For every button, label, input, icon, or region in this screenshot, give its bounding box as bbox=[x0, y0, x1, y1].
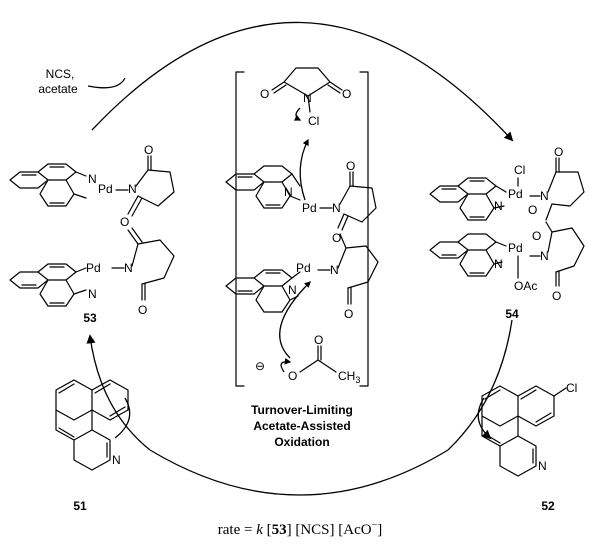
acetate bbox=[299, 345, 337, 373]
rate-law: rate = k [53] [NCS] [AcO−] bbox=[218, 520, 382, 538]
ncs-n: N bbox=[303, 91, 312, 105]
ts-o-bottom: O bbox=[344, 307, 353, 321]
pd-upper: Pd bbox=[98, 182, 113, 196]
pd-54-upper: Pd bbox=[508, 187, 523, 201]
n-52: N bbox=[538, 459, 547, 473]
o-upper-bridge: O bbox=[120, 215, 129, 229]
o-54-bridge-upper: O bbox=[528, 203, 537, 217]
ts-o-bridge: O bbox=[332, 231, 341, 245]
reagent-line2: acetate bbox=[38, 82, 78, 96]
o-54-bridge-lower: O bbox=[532, 229, 541, 243]
n-lower: N bbox=[88, 287, 97, 301]
rate-prefix: rate = bbox=[218, 522, 256, 538]
complex-53: N Pd N Pd N O O bbox=[9, 143, 175, 317]
acetate-o-single: O bbox=[288, 369, 297, 383]
n-54-succ-lower: N bbox=[540, 249, 549, 263]
cycle-arrow-bottom bbox=[149, 449, 449, 496]
ts-bzq-upper bbox=[225, 165, 301, 209]
succinimide-lower bbox=[111, 227, 175, 301]
label-51: 51 bbox=[73, 499, 87, 513]
ts-pd-lower: Pd bbox=[296, 261, 311, 275]
ts-o-top: O bbox=[346, 159, 355, 173]
cycle-arrow-top bbox=[91, 21, 514, 142]
caption-line1: Turnover-Limiting bbox=[251, 403, 353, 417]
o-54-bottom: O bbox=[552, 289, 561, 303]
ncs-reagent bbox=[271, 67, 343, 113]
rate-sup: − bbox=[372, 520, 378, 531]
ts-succinimide-lower bbox=[317, 233, 379, 305]
rate-s3: ] bbox=[377, 522, 382, 538]
o-upper-top: O bbox=[144, 143, 153, 157]
rate-s2: ] [NCS] [AcO bbox=[287, 522, 372, 538]
ncs-cl: Cl bbox=[308, 114, 319, 128]
rate-s1: [ bbox=[263, 522, 272, 538]
n-upper: N bbox=[88, 172, 97, 186]
ts-pd-upper: Pd bbox=[302, 201, 317, 215]
caption-line2: Acetate-Assisted bbox=[253, 419, 350, 433]
succinimide-upper bbox=[115, 155, 175, 217]
ts-n-lower: N bbox=[288, 283, 297, 297]
bracket-right bbox=[359, 71, 369, 387]
cl-54: Cl bbox=[514, 163, 525, 177]
reagent-in-arrow bbox=[87, 77, 126, 89]
bzq-ligand-54-lower bbox=[429, 233, 507, 277]
n-54-upper: N bbox=[494, 199, 503, 213]
succinimide-54-lower bbox=[529, 221, 585, 287]
cycle-arrow-right bbox=[447, 319, 513, 451]
acetate-minus: ⊖ bbox=[255, 359, 265, 373]
compound-52 bbox=[481, 385, 567, 477]
rate-cmpd: 53 bbox=[272, 522, 287, 538]
cl-52: Cl bbox=[566, 381, 577, 395]
rate-k: k bbox=[256, 522, 263, 538]
ncs-o-left: O bbox=[260, 87, 269, 101]
complex-54: N Pd Cl Pd N OAc N O O bbox=[429, 145, 585, 303]
acetate-ch3: CH3 bbox=[338, 369, 360, 385]
o-54-top: O bbox=[554, 145, 563, 159]
label-52: 52 bbox=[541, 499, 555, 513]
ts-n-upper: N bbox=[284, 185, 293, 199]
pd-lower: Pd bbox=[86, 261, 101, 275]
pd-54-lower: Pd bbox=[508, 241, 523, 255]
acetate-o-double: O bbox=[314, 333, 323, 347]
bzq-ligand-upper bbox=[9, 163, 87, 207]
bzq-ligand-54-upper bbox=[429, 177, 507, 221]
label-53: 53 bbox=[83, 311, 97, 325]
bracket-left bbox=[235, 71, 245, 387]
arrow-o-curl bbox=[280, 358, 292, 373]
arrow-n-cl bbox=[293, 107, 302, 121]
bzq-ligand-lower bbox=[9, 263, 87, 307]
ts-succinimide-upper bbox=[319, 171, 377, 231]
ncs-o-right: O bbox=[342, 87, 351, 101]
o-lower-bottom: O bbox=[138, 303, 147, 317]
transition-state: N O O Cl N Pd N O O bbox=[225, 67, 379, 385]
ts-n-succ-upper: N bbox=[332, 201, 341, 215]
arrow-acetate-to-pd bbox=[279, 281, 311, 359]
substrate-in-arrow bbox=[114, 397, 131, 439]
succinimide-54-upper bbox=[529, 157, 585, 221]
caption-line3: Oxidation bbox=[274, 435, 329, 449]
arrow-pd-to-cl bbox=[299, 138, 309, 201]
n-succ-upper: N bbox=[128, 182, 137, 196]
n-54-lower: N bbox=[494, 257, 503, 271]
reagent-line1: NCS, bbox=[46, 67, 75, 81]
n-succ-lower: N bbox=[124, 261, 133, 275]
cycle-arrow-left bbox=[86, 334, 151, 451]
compound-51 bbox=[55, 379, 129, 471]
oac-54: OAc bbox=[514, 279, 537, 293]
n-51: N bbox=[112, 453, 121, 467]
ts-n-succ-lower: N bbox=[330, 263, 339, 277]
n-54-succ-upper: N bbox=[540, 189, 549, 203]
label-54: 54 bbox=[505, 307, 519, 321]
